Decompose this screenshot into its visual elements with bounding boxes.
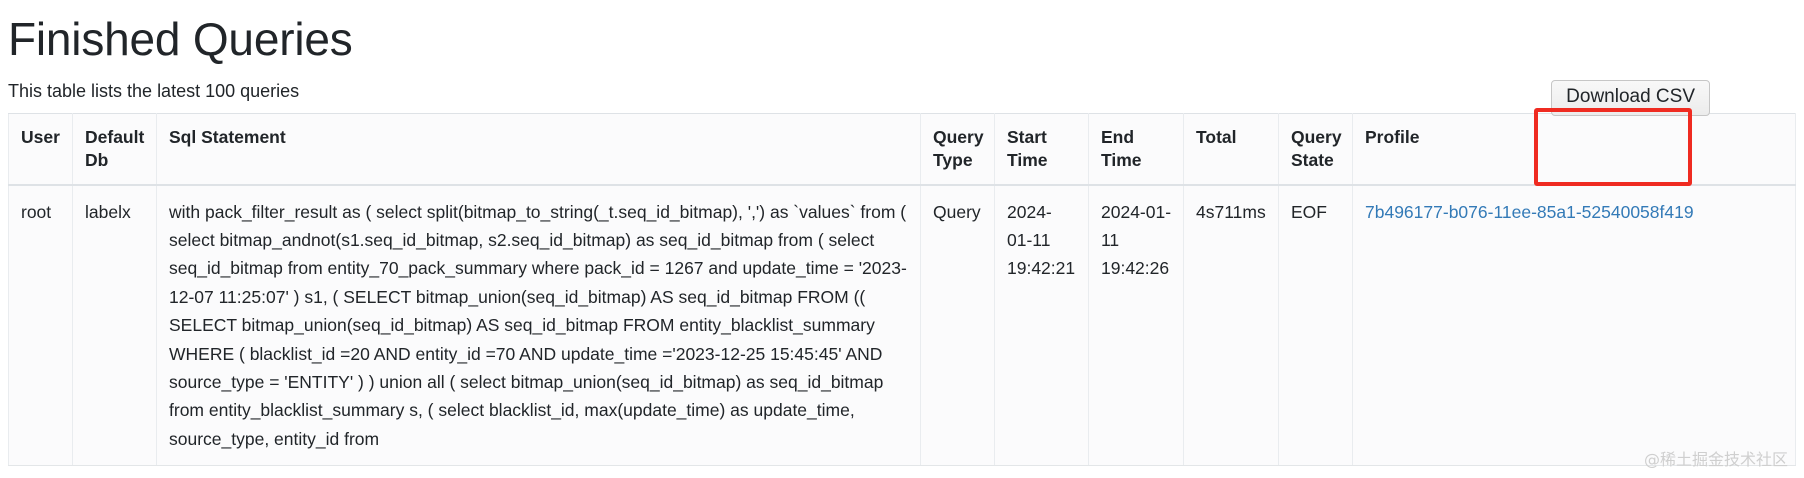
column-header-total[interactable]: Total [1183, 112, 1279, 186]
page-title: Finished Queries [8, 13, 353, 65]
column-header-start-time[interactable]: Start Time [994, 112, 1089, 186]
column-header-profile[interactable]: Profile [1352, 112, 1796, 186]
cell-query-state: EOF [1278, 184, 1353, 466]
table-body: root labelx with pack_filter_result as (… [8, 184, 1796, 466]
cell-default-db: labelx [72, 184, 157, 466]
cell-query-type: Query [920, 184, 995, 466]
cell-user: root [8, 184, 73, 466]
toolbar: Download CSV [1551, 80, 1710, 116]
column-header-default-db[interactable]: Default Db [72, 112, 157, 186]
column-header-user[interactable]: User [8, 112, 73, 186]
cell-sql-statement: with pack_filter_result as ( select spli… [156, 184, 921, 466]
cell-start-time: 2024-01-11 19:42:21 [994, 184, 1089, 466]
cell-end-time: 2024-01-11 19:42:26 [1088, 184, 1184, 466]
table-header: User Default Db Sql Statement Query Type… [8, 112, 1796, 186]
column-header-sql-statement[interactable]: Sql Statement [156, 112, 921, 186]
table-row: root labelx with pack_filter_result as (… [8, 184, 1796, 466]
cell-profile: 7b496177-b076-11ee-85a1-52540058f419 [1352, 184, 1796, 466]
page-subtitle: This table lists the latest 100 queries [8, 80, 300, 101]
profile-link[interactable]: 7b496177-b076-11ee-85a1-52540058f419 [1365, 201, 1694, 222]
column-header-end-time[interactable]: End Time [1088, 112, 1184, 186]
column-header-query-type[interactable]: Query Type [920, 112, 995, 186]
table-header-row: User Default Db Sql Statement Query Type… [8, 112, 1796, 186]
watermark: @稀土掘金技术社区 [1643, 450, 1788, 469]
column-header-query-state[interactable]: Query State [1278, 112, 1353, 186]
cell-total: 4s711ms [1183, 184, 1279, 466]
finished-queries-table: User Default Db Sql Statement Query Type… [8, 112, 1796, 466]
download-csv-button[interactable]: Download CSV [1551, 80, 1710, 116]
